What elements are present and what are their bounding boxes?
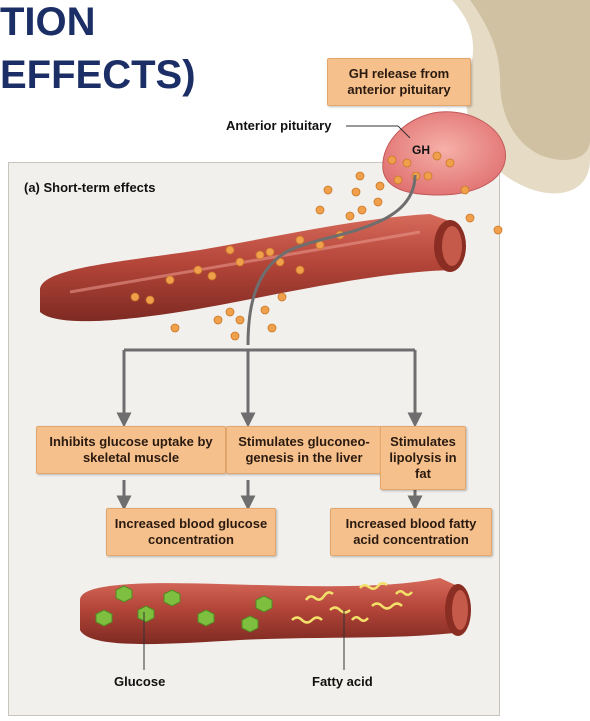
anterior-pituitary-label: Anterior pituitary xyxy=(226,118,332,133)
fatty-acid-molecules xyxy=(291,582,413,624)
slide-title-line-1: TION xyxy=(0,0,96,44)
glucose-molecules xyxy=(95,585,273,633)
panel-label: (a) Short-term effects xyxy=(24,180,156,195)
stimulates-lipolysis-box: Stimulates lipolysis in fat xyxy=(380,426,466,490)
branch-arrows xyxy=(116,348,423,511)
gh-molecules xyxy=(130,151,503,341)
gh-release-box: GH release from anterior pituitary xyxy=(327,58,471,106)
increased-glucose-box: Increased blood glucose concentration xyxy=(106,508,276,556)
stimulates-gluconeogenesis-box: Stimulates gluconeo-genesis in the liver xyxy=(226,426,382,474)
slide-title-line-2: EFFECTS) xyxy=(0,53,196,97)
gh-pathway-line xyxy=(246,174,417,346)
inhibits-glucose-uptake-box: Inhibits glucose uptake by skeletal musc… xyxy=(36,426,226,474)
glucose-label: Glucose xyxy=(114,674,166,689)
gh-label: GH xyxy=(412,143,430,157)
fatty-acid-label: Fatty acid xyxy=(312,674,373,689)
increased-fatty-acid-box: Increased blood fatty acid concentration xyxy=(330,508,492,556)
pituitary-leader-line-2 xyxy=(397,125,411,139)
upper-blood-vessel xyxy=(40,214,466,322)
